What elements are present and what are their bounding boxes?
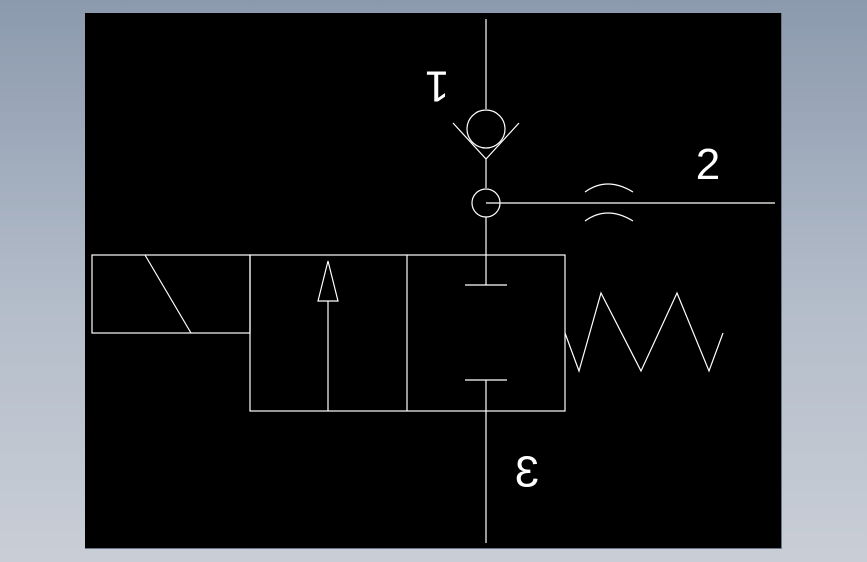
- orifice-upper-arc: [584, 183, 634, 193]
- flow-arrow-head: [317, 260, 339, 302]
- valve-schematic: 1 2 3: [91, 19, 775, 543]
- port-label-3: 3: [515, 448, 539, 497]
- orifice-lower-arc: [584, 212, 634, 222]
- port-label-2: 2: [696, 140, 720, 189]
- check-valve-seat: [452, 122, 520, 160]
- check-valve-ball: [466, 109, 506, 149]
- drawing-viewport[interactable]: 1 2 3: [85, 13, 782, 549]
- return-spring: [564, 291, 724, 373]
- port-label-1: 1: [425, 61, 449, 110]
- solenoid-box: [91, 254, 251, 334]
- solenoid-coil-diagonal: [144, 254, 192, 334]
